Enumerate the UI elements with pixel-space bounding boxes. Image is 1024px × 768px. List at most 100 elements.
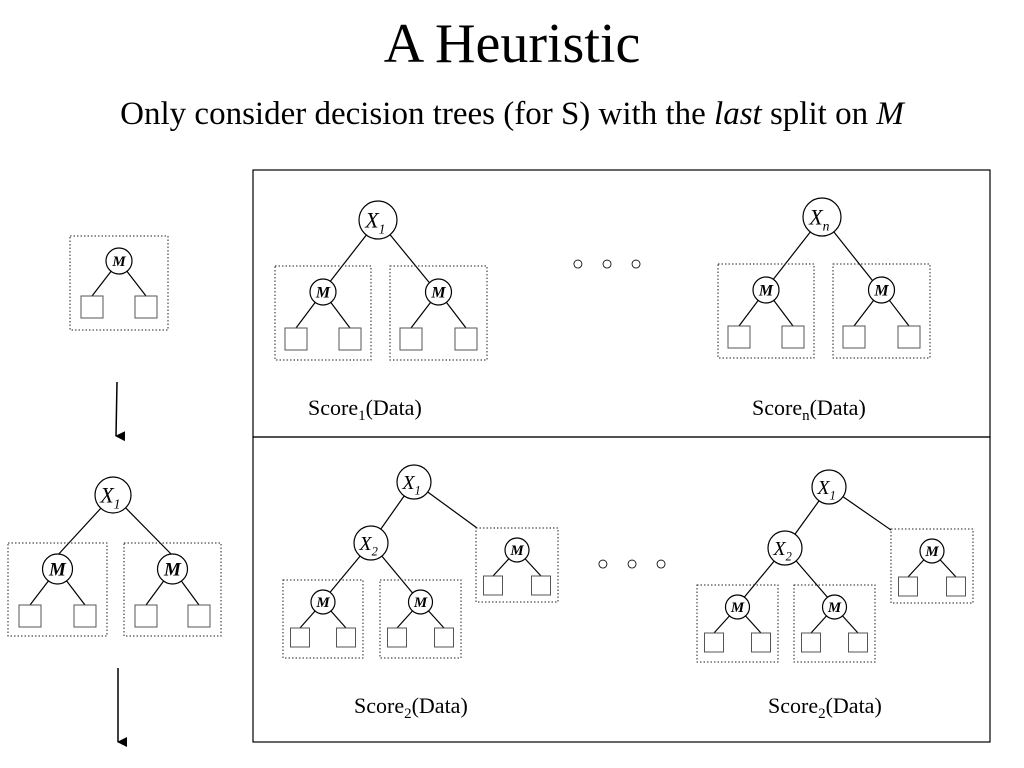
m-node-label: M — [924, 544, 939, 560]
m-node — [821, 594, 848, 620]
x-node-subscript: n — [823, 219, 830, 234]
ellipsis-dots: ○ ○ ○ — [572, 253, 648, 275]
m-node — [867, 276, 896, 304]
leaf-box — [187, 604, 211, 628]
score-label: Score2(Data) — [768, 693, 882, 722]
slide-subtitle: Only consider decision trees (for S) wit… — [0, 92, 1024, 136]
x-node-subscript: 1 — [830, 488, 836, 502]
leaf-box — [80, 295, 104, 319]
leaf-box — [897, 325, 921, 349]
subtree-box — [282, 579, 364, 659]
x-node-subscript: 2 — [372, 544, 378, 558]
leaf-box — [434, 627, 454, 648]
x-node — [358, 200, 398, 240]
m-node — [424, 278, 453, 306]
leaf-box — [751, 632, 771, 653]
leaf-box — [531, 575, 551, 596]
subtitle-part2: split on — [761, 96, 877, 132]
m-node-label: M — [48, 559, 67, 580]
subtree-box — [717, 263, 815, 359]
leaf-box — [387, 627, 407, 648]
score-subscript: 2 — [818, 706, 826, 722]
x-node-subscript: 1 — [114, 497, 121, 512]
m-node-label: M — [509, 543, 524, 559]
m-node — [407, 589, 434, 615]
m-node — [752, 276, 780, 304]
subtitle-emphasis: last — [714, 96, 762, 132]
leaf-box — [290, 627, 310, 648]
leaf-box — [336, 627, 356, 648]
leaf-box — [73, 604, 97, 628]
subtree-box — [379, 579, 462, 659]
subtree-box — [123, 542, 222, 637]
m-node-label: M — [413, 595, 428, 611]
subtitle-variable: M — [876, 96, 904, 132]
m-node — [310, 589, 336, 615]
m-node-label: M — [827, 600, 842, 616]
leaf-box — [284, 327, 308, 351]
down-arrow — [115, 381, 126, 442]
m-node-label: M — [758, 282, 774, 299]
ellipsis-dots: ○ ○ ○ — [597, 553, 673, 575]
subtree-box — [475, 527, 559, 603]
subtree-box — [890, 528, 974, 604]
m-node — [919, 538, 945, 564]
m-node-label: M — [873, 282, 889, 299]
subtree-box — [7, 542, 108, 637]
x-node — [353, 525, 389, 561]
subtree-box — [389, 265, 488, 361]
x-node — [811, 469, 847, 505]
m-node — [504, 537, 530, 563]
leaf-box — [848, 632, 868, 653]
leaf-box — [801, 632, 821, 653]
score-suffix: (Data) — [366, 395, 422, 420]
m-node — [156, 553, 189, 585]
score-label: Score1(Data) — [308, 395, 422, 424]
score-label: Score2(Data) — [354, 693, 468, 722]
x-node-subscript: 1 — [379, 222, 386, 237]
leaf-box — [704, 632, 724, 653]
score-suffix: (Data) — [412, 693, 468, 718]
subtitle-part1: Only consider decision trees (for S) wit… — [120, 96, 715, 132]
leaf-box — [338, 327, 362, 351]
leaf-box — [727, 325, 751, 349]
score-subscript: 1 — [358, 408, 366, 424]
subtree-box — [274, 265, 372, 361]
leaf-box — [399, 327, 423, 351]
leaf-box — [18, 604, 42, 628]
candidate-panel-bottom — [252, 436, 991, 743]
slide-title: A Heuristic — [383, 13, 641, 75]
score-subscript: 2 — [404, 706, 412, 722]
m-node — [309, 278, 337, 306]
x-node — [767, 530, 803, 566]
subtree-box — [793, 584, 876, 663]
m-node-label: M — [315, 595, 330, 611]
leaf-box — [781, 325, 805, 349]
m-node-label: M — [111, 254, 126, 270]
leaf-box — [134, 604, 158, 628]
score-suffix: (Data) — [826, 693, 882, 718]
x-node — [802, 197, 842, 237]
x-node-subscript: 2 — [786, 549, 792, 563]
score-label: Scoren(Data) — [752, 395, 866, 424]
x-node-subscript: 1 — [415, 483, 421, 497]
m-node-label: M — [315, 284, 331, 301]
leaf-box — [898, 576, 918, 597]
leaf-box — [483, 575, 503, 596]
m-node — [105, 247, 133, 275]
subtree-box — [832, 263, 931, 359]
score-suffix: (Data) — [810, 395, 866, 420]
m-node-label: M — [730, 600, 745, 616]
m-node — [724, 594, 751, 620]
m-node-label: M — [430, 284, 446, 301]
leaf-box — [454, 327, 478, 351]
subtree-box — [69, 235, 169, 331]
x-node — [94, 476, 132, 514]
m-node-label: M — [163, 559, 182, 580]
score-subscript: n — [802, 408, 810, 424]
leaf-box — [946, 576, 966, 597]
subtree-box — [696, 584, 779, 663]
m-node — [41, 553, 74, 585]
leaf-box — [842, 325, 866, 349]
